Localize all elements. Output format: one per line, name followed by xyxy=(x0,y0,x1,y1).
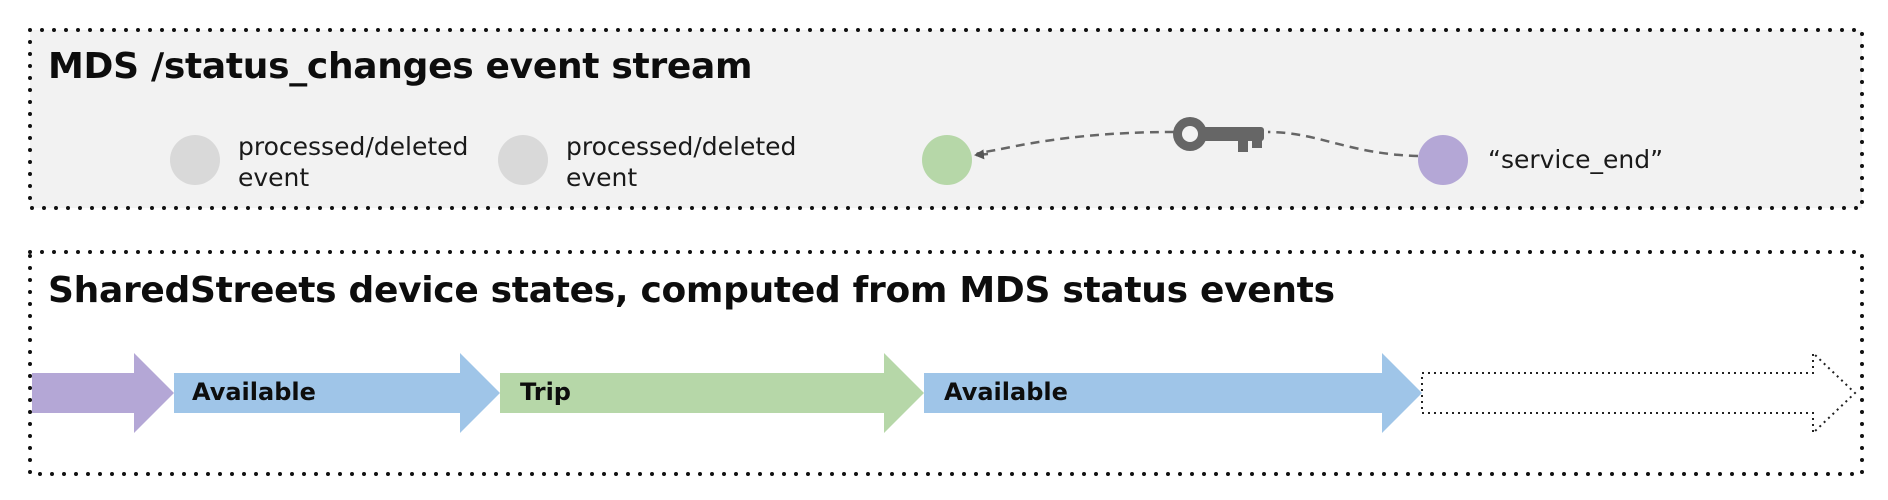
connector-overlay xyxy=(974,117,1419,160)
service-end-event-label: “service_end” xyxy=(1488,145,1664,174)
state-label-available: Available xyxy=(944,378,1068,406)
state-timeline xyxy=(32,350,1857,436)
key-icon xyxy=(1173,117,1264,152)
processed-event-label: processed/deleted event xyxy=(238,132,469,192)
state-arrow-future xyxy=(1421,350,1857,436)
service-end-event-dot xyxy=(1418,135,1468,185)
device-states-title: SharedStreets device states, computed fr… xyxy=(48,270,1335,311)
connector-arrowhead-line xyxy=(974,149,989,160)
state-arrow-trip xyxy=(500,353,924,433)
state-label-trip: Trip xyxy=(520,378,571,406)
processed-event-dot xyxy=(498,135,548,185)
event-stream-title: MDS /status_changes event stream xyxy=(48,46,753,87)
state-label-available: Available xyxy=(192,378,316,406)
processed-event-label: processed/deleted event xyxy=(566,132,797,192)
state-arrow-available xyxy=(924,353,1422,433)
state-arrow-available xyxy=(174,353,500,433)
device-states-panel: SharedStreets device states, computed fr… xyxy=(28,250,1864,476)
event-stream-panel: MDS /status_changes event stream process… xyxy=(28,28,1864,210)
processed-event-dot xyxy=(170,135,220,185)
device-states-panel-border xyxy=(28,250,1864,476)
active-event-dot xyxy=(922,135,972,185)
state-arrow-prior xyxy=(32,353,174,433)
